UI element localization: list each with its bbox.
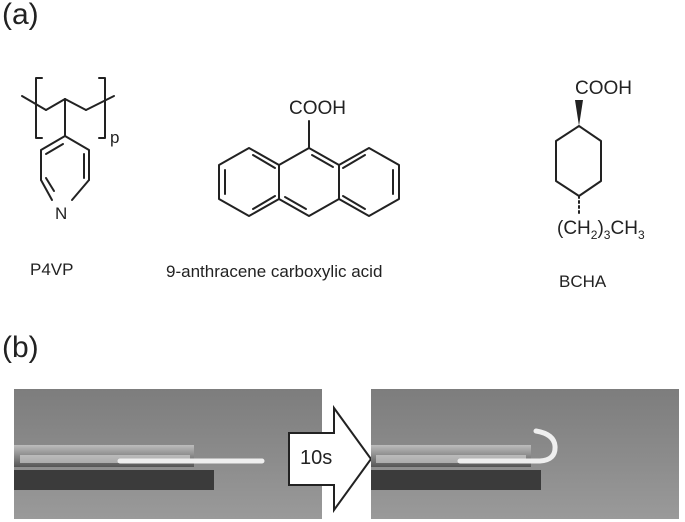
- bcha-subscript-3: 3: [603, 227, 611, 242]
- arrow-right-icon: [288, 404, 373, 514]
- p4vp-subscript-p: p: [110, 128, 120, 147]
- bcha-structure: [555, 125, 602, 215]
- photo-left-flat-film: [14, 389, 322, 519]
- photo-right-bent-film: [371, 389, 679, 519]
- p4vp-structure: [21, 77, 115, 201]
- bcha-substituent-close: ): [597, 218, 604, 239]
- bcha-substituent-open: (CH: [557, 218, 591, 239]
- bcha-substituent-ch: CH: [610, 218, 638, 239]
- bcha-caption: BCHA: [559, 272, 607, 291]
- bcha-substituent-label: (CH2)3CH3: [557, 218, 645, 242]
- bcha-wedge-bond: [575, 100, 583, 126]
- panel-b-label: (b): [2, 331, 39, 364]
- bcha-subscript-3b: 3: [637, 227, 645, 242]
- p4vp-nitrogen-label: N: [55, 204, 68, 223]
- anthracene-cooh-label: COOH: [289, 98, 346, 119]
- bcha-subscript-2: 2: [590, 227, 598, 242]
- bcha-cooh-label: COOH: [575, 78, 632, 99]
- p4vp-left-bracket: [35, 77, 43, 139]
- bent-film-strip: [457, 428, 558, 464]
- p4vp-right-bracket: [98, 77, 106, 139]
- anthracene-structure: [218, 120, 400, 217]
- arrow-time-label: 10s: [300, 447, 333, 469]
- p4vp-caption: P4VP: [30, 260, 74, 279]
- anthracene-caption: 9-anthracene carboxylic acid: [166, 262, 383, 281]
- panel-a-label: (a): [2, 0, 39, 31]
